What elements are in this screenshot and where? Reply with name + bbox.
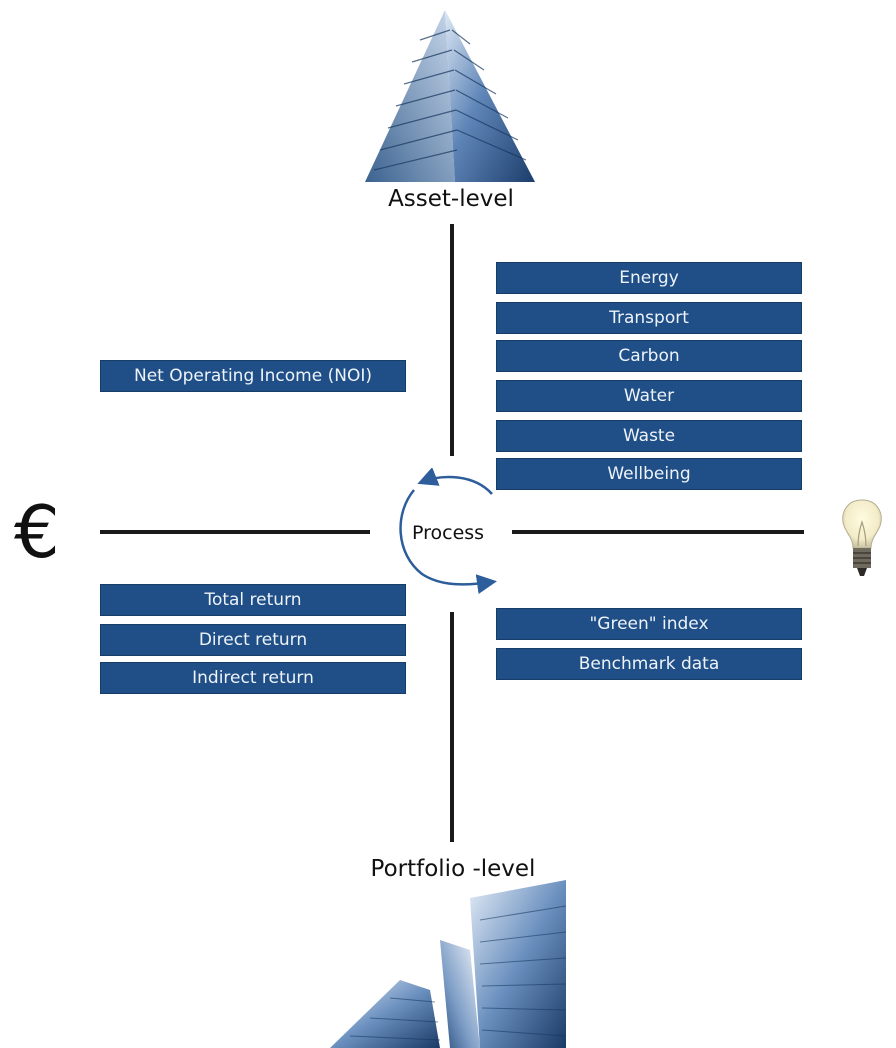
process-cycle-arrows [399, 468, 497, 594]
transport-box: Transport [496, 302, 802, 334]
horizontal-axis-left [100, 530, 370, 534]
lightbulb-icon [842, 499, 882, 576]
process-label: Process [412, 522, 485, 544]
euro-symbol: € [14, 490, 60, 574]
energy-box: Energy [496, 262, 802, 294]
indirect-return-box: Indirect return [100, 662, 406, 694]
total-return-box: Total return [100, 584, 406, 616]
carbon-box: Carbon [496, 340, 802, 372]
noi-box: Net Operating Income (NOI) [100, 360, 406, 392]
portfolio-level-label: Portfolio -level [370, 856, 536, 882]
vertical-axis-top [450, 224, 454, 456]
horizontal-axis-right [512, 530, 804, 534]
water-box: Water [496, 380, 802, 412]
skyscrapers-bottom-image [330, 880, 567, 1048]
waste-box: Waste [496, 420, 802, 452]
green-index-box: "Green" index [496, 608, 802, 640]
benchmark-data-box: Benchmark data [496, 648, 802, 680]
vertical-axis-bottom [450, 612, 454, 842]
direct-return-box: Direct return [100, 624, 406, 656]
skyscraper-top-image [365, 10, 535, 182]
wellbeing-box: Wellbeing [496, 458, 802, 490]
asset-level-label: Asset-level [388, 186, 514, 212]
